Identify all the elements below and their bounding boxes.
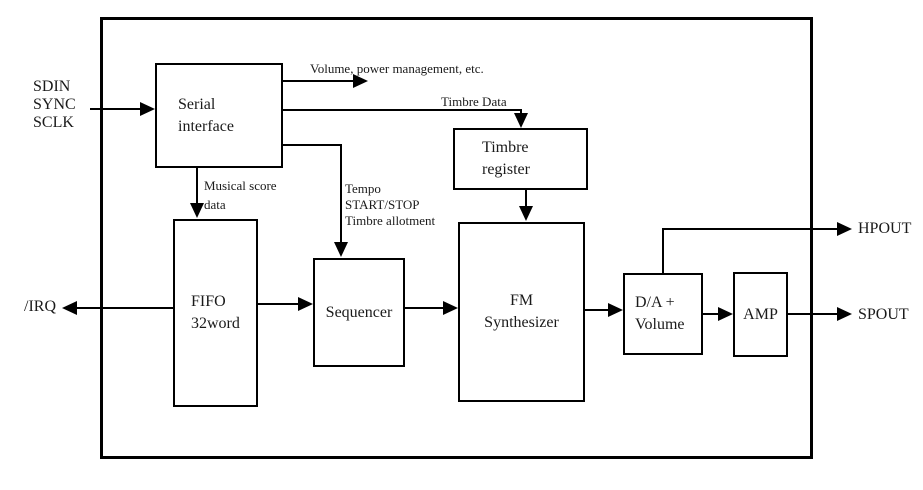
node-fm-synthesizer: FM Synthesizer [458,222,585,402]
node-amp-label: AMP [743,305,778,323]
line-serial-sequencer-v [340,144,342,243]
chip-boundary [100,17,813,459]
line-hpout-h [662,228,839,230]
line-volume-mgmt [283,80,355,82]
line-spout [788,313,839,315]
arrowhead-serial-inputs [140,102,155,116]
line-da-amp [703,313,720,315]
node-sequencer-label: Sequencer [325,303,393,321]
node-fifo-label: FIFO 32word [191,293,240,332]
port-spout: SPOUT [858,306,909,323]
port-hpout: HPOUT [858,220,912,237]
node-serial-interface: Serial interface [155,63,283,168]
node-serial-interface-label: Serial interface [178,95,234,135]
arrowhead-volume-mgmt [353,74,368,88]
arrowhead-irq [62,301,77,315]
port-irq: /IRQ [24,298,56,315]
line-serial-inputs [90,108,142,110]
line-hpout-v [662,228,664,273]
annotation-musical-score: Musical score data [204,178,277,212]
arrowhead-musical-score [190,203,204,218]
line-fm-da [585,309,610,311]
line-timbre-fm [525,190,527,207]
arrowhead-sequencer-fm [443,301,458,315]
node-fm-synthesizer-label: FM Synthesizer [484,292,559,331]
node-timbre-register: Timbre register [453,128,588,190]
arrowhead-da-amp [718,307,733,321]
line-sequencer-fm [405,307,445,309]
line-musical-score [196,168,198,205]
port-serial-inputs: SDIN SYNC SCLK [33,78,76,131]
arrowhead-hpout [837,222,852,236]
annotation-tempo: Tempo START/STOP Timbre allotment [345,181,436,228]
arrowhead-fifo-sequencer [298,297,313,311]
node-da-volume-label: D/A + Volume [635,294,685,333]
arrowhead-fm-da [608,303,623,317]
annotation-timbre-data: Timbre Data [441,94,507,109]
arrowhead-timbre-data [514,113,528,128]
arrowhead-timbre-fm [519,206,533,221]
line-fifo-sequencer [258,303,300,305]
line-serial-sequencer-h [283,144,342,146]
line-timbre-data-h [283,109,522,111]
annotation-volume-mgmt: Volume, power management, etc. [310,61,484,76]
node-amp: AMP [733,272,788,357]
node-timbre-register-label: Timbre register [482,139,530,178]
arrowhead-spout [837,307,852,321]
arrowhead-serial-sequencer [334,242,348,257]
node-da-volume: D/A + Volume [623,273,703,355]
node-sequencer: Sequencer [313,258,405,367]
line-irq [75,307,173,309]
node-fifo: FIFO 32word [173,219,258,407]
line-timbre-data-v [520,109,522,115]
